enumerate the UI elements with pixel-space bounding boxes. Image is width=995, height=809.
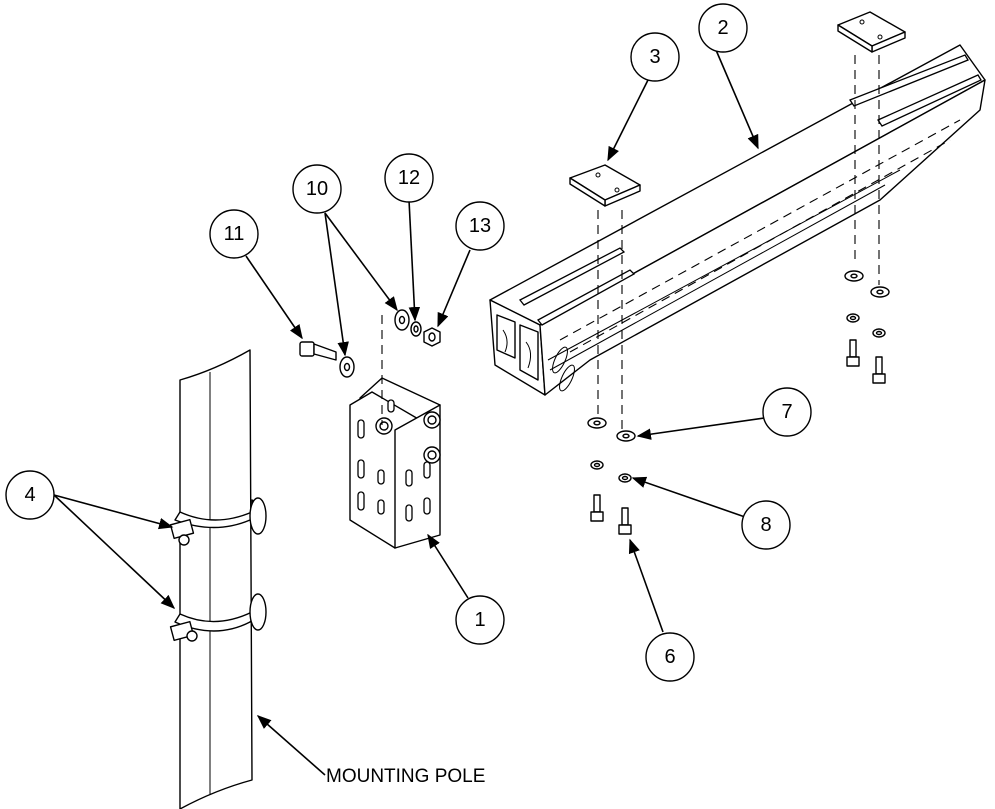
callout-6: 6	[645, 632, 695, 682]
bracket-washer-left	[339, 356, 355, 378]
top-plate-rear	[837, 11, 906, 53]
callout-13: 13	[455, 201, 505, 251]
callout-8: 8	[741, 500, 791, 550]
callout-7: 7	[762, 387, 812, 437]
svg-text:12: 12	[398, 167, 420, 189]
arm-hardware-rear-left	[844, 270, 864, 367]
bracket-lock-washer	[410, 321, 422, 337]
svg-text:8: 8	[760, 514, 771, 536]
bracket-nut	[423, 327, 441, 347]
hose-clamp-lower	[169, 593, 267, 642]
top-plate-front	[569, 164, 641, 207]
svg-text:4: 4	[24, 484, 35, 506]
strut-arm	[489, 44, 986, 396]
bracket-bolt	[299, 341, 337, 361]
svg-text:3: 3	[649, 46, 660, 68]
bracket-washer-right	[394, 309, 410, 331]
svg-text:13: 13	[469, 215, 491, 237]
arm-hardware-rear-right	[870, 286, 890, 384]
svg-text:6: 6	[664, 646, 675, 668]
hose-clamp-upper	[169, 497, 267, 546]
callout-11: 11	[209, 209, 259, 259]
callout-2: 2	[698, 3, 748, 53]
arm-hardware-front-right	[616, 430, 636, 535]
svg-text:7: 7	[781, 401, 792, 423]
arm-hardware-front-left	[587, 417, 607, 522]
callout-4: 4	[5, 470, 55, 520]
mounting-pole	[179, 349, 253, 809]
mounting-pole-label: MOUNTING POLE	[326, 766, 485, 787]
callout-10: 10	[292, 164, 342, 214]
svg-text:2: 2	[717, 17, 728, 39]
leader-lines	[53, 49, 765, 776]
svg-text:1: 1	[474, 609, 485, 631]
pole-bracket	[349, 377, 441, 549]
callout-12: 12	[384, 153, 434, 203]
svg-text:11: 11	[224, 223, 245, 245]
svg-text:10: 10	[306, 178, 328, 200]
callout-1: 1	[455, 595, 505, 645]
callout-3: 3	[630, 32, 680, 82]
